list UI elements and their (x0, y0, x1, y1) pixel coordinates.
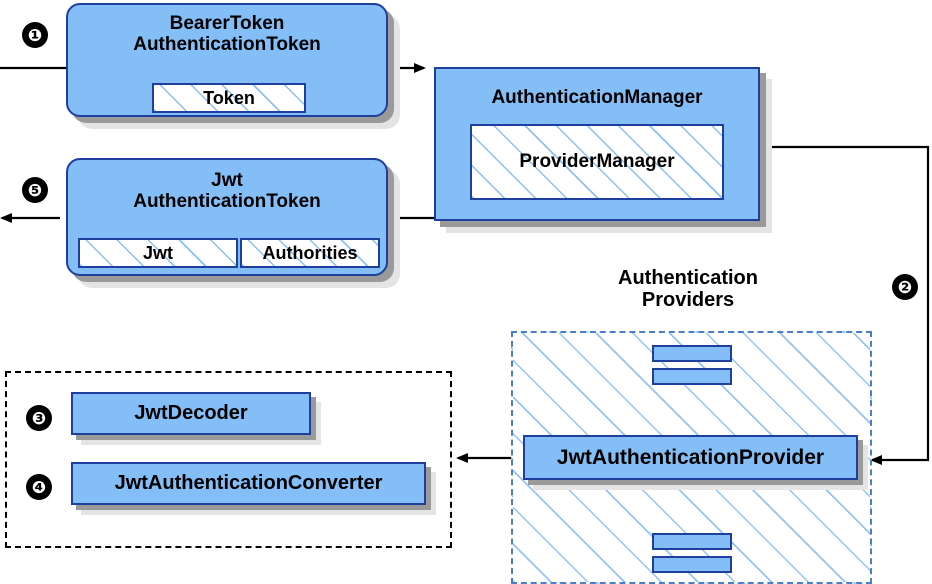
authentication-manager-title: AuthenticationManager (491, 87, 703, 108)
node-jwt-decoder[interactable]: JwtDecoder (71, 392, 311, 435)
jwt-authentication-converter-title: JwtAuthenticationConverter (114, 472, 383, 495)
badge-step-5: ❺ (22, 177, 48, 203)
provider-stub-bottom-1 (652, 533, 732, 550)
node-authentication-manager[interactable]: AuthenticationManager ProviderManager (434, 67, 760, 221)
badge-step-3: ❸ (26, 405, 52, 431)
jwt-authentication-provider-title: JwtAuthenticationProvider (556, 445, 825, 469)
badge-step-1: ❶ (22, 22, 48, 48)
node-jwt-authentication-token[interactable]: Jwt AuthenticationToken Jwt Authorities (66, 158, 388, 276)
field-authorities: Authorities (240, 238, 380, 268)
jwt-decoder-title: JwtDecoder (134, 402, 248, 425)
bearer-token-title: BearerToken AuthenticationToken (133, 13, 321, 56)
badge-step-4: ❹ (26, 474, 52, 500)
node-jwt-authentication-provider[interactable]: JwtAuthenticationProvider (523, 435, 858, 480)
provider-stub-top-2 (652, 368, 732, 385)
provider-stub-top-1 (652, 345, 732, 362)
badge-step-2: ❷ (892, 274, 918, 300)
node-jwt-authentication-converter[interactable]: JwtAuthenticationConverter (71, 462, 426, 505)
provider-stub-bottom-2 (652, 556, 732, 573)
jwt-support-container (5, 371, 452, 548)
field-jwt: Jwt (78, 238, 238, 268)
field-provider-manager: ProviderManager (470, 124, 724, 200)
field-token: Token (152, 83, 306, 113)
jwt-token-title: Jwt AuthenticationToken (133, 170, 321, 213)
node-bearer-token-authentication-token[interactable]: BearerToken AuthenticationToken Token (66, 3, 388, 117)
arrow-authmanager-to-provider (760, 145, 930, 465)
authentication-providers-caption: Authentication Providers (618, 267, 758, 312)
